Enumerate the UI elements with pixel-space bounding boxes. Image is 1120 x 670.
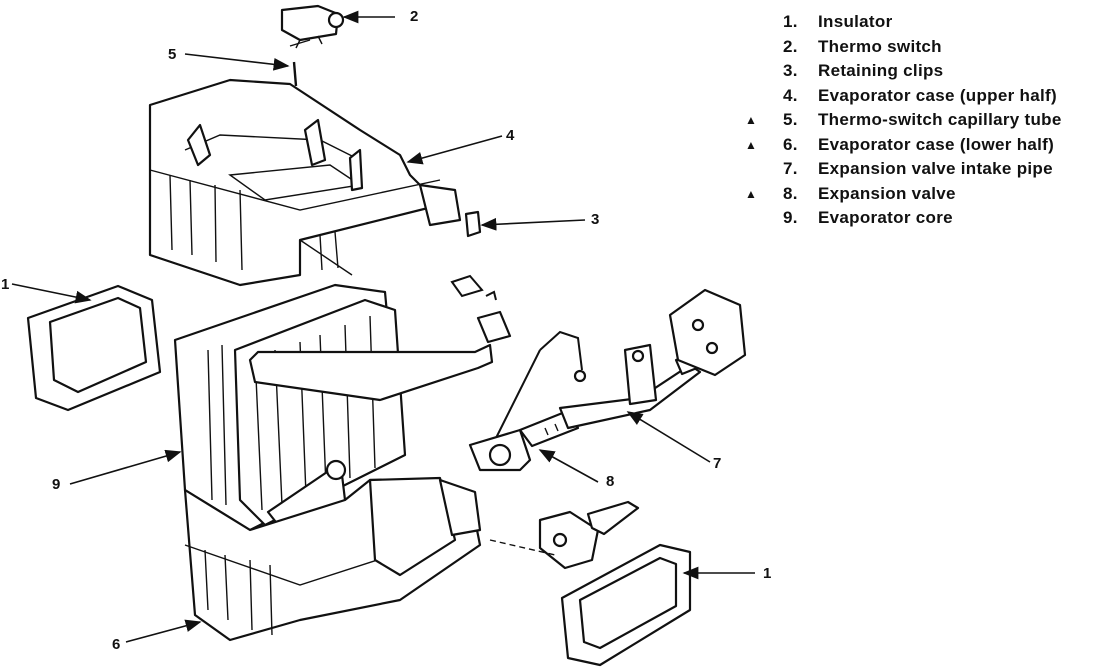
legend-item: ▲ 5. Thermo-switch capillary tube (745, 110, 1115, 135)
upper-evaporator-case (148, 78, 462, 287)
legend-item-label: Expansion valve intake pipe (818, 159, 1053, 178)
legend-item-label: Thermo-switch capillary tube (818, 110, 1062, 129)
leader-lines (11, 10, 755, 643)
leader-7 (626, 411, 711, 463)
callout-labels: 2 5 4 3 1 9 8 7 1 6 (1, 8, 771, 653)
thermo-switch-part (280, 4, 345, 49)
leader-3 (480, 217, 586, 231)
legend-item-label: Thermo switch (818, 36, 942, 56)
legend-item-label: Insulator (818, 12, 893, 31)
leader-4 (406, 135, 503, 165)
legend-item: ▲ 6. Evaporator case (lower half) (745, 135, 1115, 160)
leader-5 (184, 53, 290, 71)
retaining-clip-part (464, 210, 482, 238)
legend-item: 3. Retaining clips (745, 61, 1115, 86)
legend-item: 4. Evaporator case (upper half) (745, 86, 1115, 111)
callout-8: 8 (606, 473, 614, 490)
lower-evaporator-case (183, 476, 482, 642)
callout-4: 4 (506, 127, 515, 144)
callout-1-right: 1 (763, 565, 771, 582)
legend-item-label: Evaporator case (lower half) (818, 134, 1055, 154)
legend-item-number: 8. (783, 183, 798, 203)
callout-5: 5 (168, 46, 176, 63)
capillary-tube-part (292, 61, 298, 87)
legend-item: 7. Expansion valve intake pipe (745, 159, 1115, 184)
callout-3: 3 (591, 211, 599, 228)
leader-9 (69, 449, 182, 485)
triangle-marker-icon: ▲ (745, 137, 758, 152)
evaporator-core-part (173, 283, 494, 542)
triangle-marker-icon: ▲ (745, 186, 758, 201)
legend-item: ▲ 8. Expansion valve (745, 184, 1115, 209)
right-insulator-part (560, 543, 692, 667)
legend-item-number: 4. (783, 85, 798, 105)
legend-item-label: Expansion valve (818, 183, 956, 203)
legend-item-number: 7. (783, 159, 798, 178)
parts-legend: 1. Insulator 2. Thermo switch 3. Retaining cl… (745, 12, 1115, 233)
left-insulator-part (26, 284, 162, 412)
leader-1-left (11, 283, 92, 304)
callout-7: 7 (713, 455, 721, 472)
legend-item: 1. Insulator (745, 12, 1115, 37)
leader-8 (538, 449, 599, 483)
expansion-valve-assembly (450, 274, 747, 570)
triangle-marker-icon: ▲ (745, 113, 758, 127)
legend-item-number: 5. (783, 110, 798, 129)
leader-6 (125, 619, 202, 643)
legend-item: 9. Evaporator core (745, 208, 1115, 233)
legend-item-label: Evaporator case (upper half) (818, 85, 1057, 105)
callout-1-left: 1 (1, 276, 9, 293)
legend-item-label: Retaining clips (818, 61, 944, 80)
legend-item-label: Evaporator core (818, 208, 953, 227)
legend-item-number: 3. (783, 61, 798, 80)
legend-item-number: 1. (783, 12, 798, 31)
callout-6: 6 (112, 636, 120, 653)
legend-item: 2. Thermo switch (745, 37, 1115, 62)
callout-9: 9 (52, 476, 60, 493)
callout-2: 2 (410, 8, 418, 25)
legend-item-number: 2. (783, 36, 798, 56)
legend-item-number: 6. (783, 134, 798, 154)
legend-item-number: 9. (783, 208, 798, 227)
